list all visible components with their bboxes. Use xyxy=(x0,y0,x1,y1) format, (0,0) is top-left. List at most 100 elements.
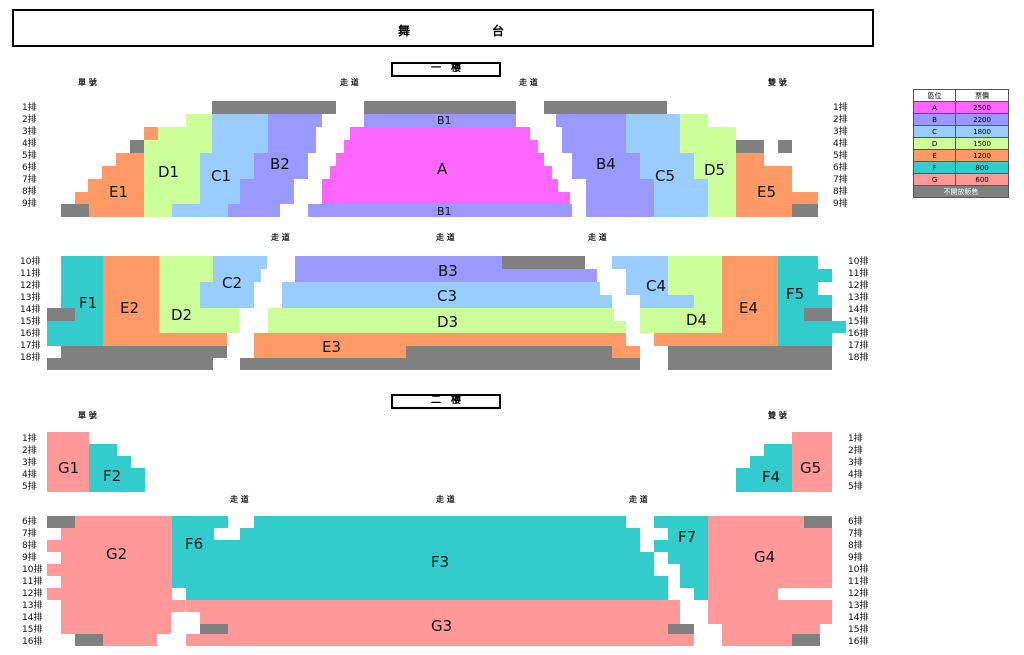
section-G4-seats[interactable] xyxy=(722,634,792,646)
section-E3-seats[interactable] xyxy=(254,346,406,358)
section-A-seats[interactable] xyxy=(322,192,570,204)
section-E2-seats[interactable] xyxy=(159,333,227,346)
section-F3-seats[interactable] xyxy=(214,564,654,576)
section-E5-seats[interactable] xyxy=(736,192,818,204)
section-B1-seats[interactable] xyxy=(308,204,572,217)
section-G2-seats[interactable] xyxy=(75,516,172,528)
section-B4-seats[interactable] xyxy=(562,127,626,153)
section-F4-seats[interactable] xyxy=(764,444,792,456)
section-G1-seats[interactable] xyxy=(47,432,89,492)
section-C3-seats[interactable] xyxy=(282,295,612,308)
section-G3-seats[interactable] xyxy=(186,634,694,646)
section-G2-seats[interactable] xyxy=(61,552,172,564)
section-G4-seats[interactable] xyxy=(708,588,778,600)
section-A-seats[interactable] xyxy=(330,166,552,179)
section-B2-seats[interactable] xyxy=(240,179,294,204)
section-C1-seats[interactable] xyxy=(172,204,228,217)
section-G4-seats[interactable] xyxy=(708,528,832,588)
section-F7-seats[interactable] xyxy=(668,528,708,540)
section-E2-seats[interactable] xyxy=(103,256,159,346)
section-F3-seats[interactable] xyxy=(228,552,654,564)
section-D5-seats[interactable] xyxy=(680,114,708,127)
section-F7-seats[interactable] xyxy=(654,516,708,528)
section-F6-seats[interactable] xyxy=(172,576,200,588)
section-G2-seats[interactable] xyxy=(61,576,172,588)
section-F3-seats[interactable] xyxy=(186,588,668,600)
section-C5-seats[interactable] xyxy=(626,114,680,153)
section-C5-seats[interactable] xyxy=(640,153,694,179)
section-D3-seats[interactable] xyxy=(268,308,614,321)
section-F2-seats[interactable] xyxy=(89,444,117,456)
section-D5-seats[interactable] xyxy=(680,127,736,153)
section-E1-seats[interactable] xyxy=(102,166,144,179)
section-G4-seats[interactable] xyxy=(708,600,832,624)
section-A-seats[interactable] xyxy=(322,179,558,192)
section-B3-seats[interactable] xyxy=(295,256,502,282)
section-D1-seats[interactable] xyxy=(158,127,212,153)
section-F5-seats[interactable] xyxy=(778,295,832,308)
section-A-seats[interactable] xyxy=(350,127,530,140)
section-D5-seats[interactable] xyxy=(694,153,736,179)
section-F7-seats[interactable] xyxy=(654,540,708,552)
section-D1-seats[interactable] xyxy=(144,140,158,153)
section-C4-seats[interactable] xyxy=(640,295,694,308)
section-F5-seats[interactable] xyxy=(778,269,832,282)
section-G2-seats[interactable] xyxy=(61,528,172,540)
section-B1-seats[interactable] xyxy=(364,114,516,127)
section-D4-seats[interactable] xyxy=(668,256,722,295)
section-F5-seats[interactable] xyxy=(778,256,818,269)
section-F6-seats[interactable] xyxy=(172,564,214,576)
section-G3-seats[interactable] xyxy=(228,624,668,634)
section-B2-seats[interactable] xyxy=(268,114,322,127)
section-A-seats[interactable] xyxy=(336,153,544,166)
section-D4-seats[interactable] xyxy=(694,295,722,308)
section-F6-seats[interactable] xyxy=(172,552,228,564)
section-F5-seats[interactable] xyxy=(778,282,818,295)
section-E3-seats[interactable] xyxy=(254,333,626,346)
section-E3-seats[interactable] xyxy=(612,346,640,358)
section-D1-seats[interactable] xyxy=(186,114,212,127)
section-C1-seats[interactable] xyxy=(212,114,268,153)
section-F5-seats[interactable] xyxy=(778,333,832,346)
section-F3-seats[interactable] xyxy=(240,540,640,552)
section-D4-seats[interactable] xyxy=(640,308,722,333)
section-B4-seats[interactable] xyxy=(556,114,626,127)
section-F4-seats[interactable] xyxy=(736,468,792,492)
section-E5-seats[interactable] xyxy=(736,153,764,166)
section-D3-seats[interactable] xyxy=(268,321,626,333)
section-F3-seats[interactable] xyxy=(254,516,626,528)
section-C2-seats[interactable] xyxy=(213,269,261,282)
section-E1-seats[interactable] xyxy=(88,179,144,192)
section-B2-seats[interactable] xyxy=(268,127,316,153)
section-F2-seats[interactable] xyxy=(89,456,131,468)
section-G3-seats[interactable] xyxy=(186,600,680,612)
section-G2-seats[interactable] xyxy=(61,624,171,634)
section-F6-seats[interactable] xyxy=(172,528,214,540)
section-C4-seats[interactable] xyxy=(612,256,668,269)
section-E1-seats[interactable] xyxy=(144,127,158,140)
section-B4-seats[interactable] xyxy=(572,153,640,179)
section-B2-seats[interactable] xyxy=(254,153,308,179)
section-F7-seats[interactable] xyxy=(680,564,708,588)
section-C2-seats[interactable] xyxy=(200,282,254,308)
section-D5-seats[interactable] xyxy=(708,179,736,217)
section-G4-seats[interactable] xyxy=(722,624,820,634)
section-F2-seats[interactable] xyxy=(89,468,145,492)
section-F6-seats[interactable] xyxy=(172,516,228,528)
section-F5-seats[interactable] xyxy=(778,321,846,333)
section-C4-seats[interactable] xyxy=(626,269,668,295)
section-E1-seats[interactable] xyxy=(116,153,144,166)
section-G2-seats[interactable] xyxy=(61,600,185,612)
section-E1-seats[interactable] xyxy=(89,204,144,217)
section-A-seats[interactable] xyxy=(344,140,538,153)
section-G2-seats[interactable] xyxy=(47,564,172,576)
section-G2-seats[interactable] xyxy=(47,540,172,552)
section-G5-seats[interactable] xyxy=(792,432,832,492)
section-E4-seats[interactable] xyxy=(654,333,722,346)
section-F3-seats[interactable] xyxy=(240,528,640,540)
section-G2-seats[interactable] xyxy=(61,612,171,624)
section-F7-seats[interactable] xyxy=(694,588,708,600)
section-F6-seats[interactable] xyxy=(172,540,240,552)
section-C2-seats[interactable] xyxy=(213,256,267,269)
section-F1-seats[interactable] xyxy=(47,321,103,346)
